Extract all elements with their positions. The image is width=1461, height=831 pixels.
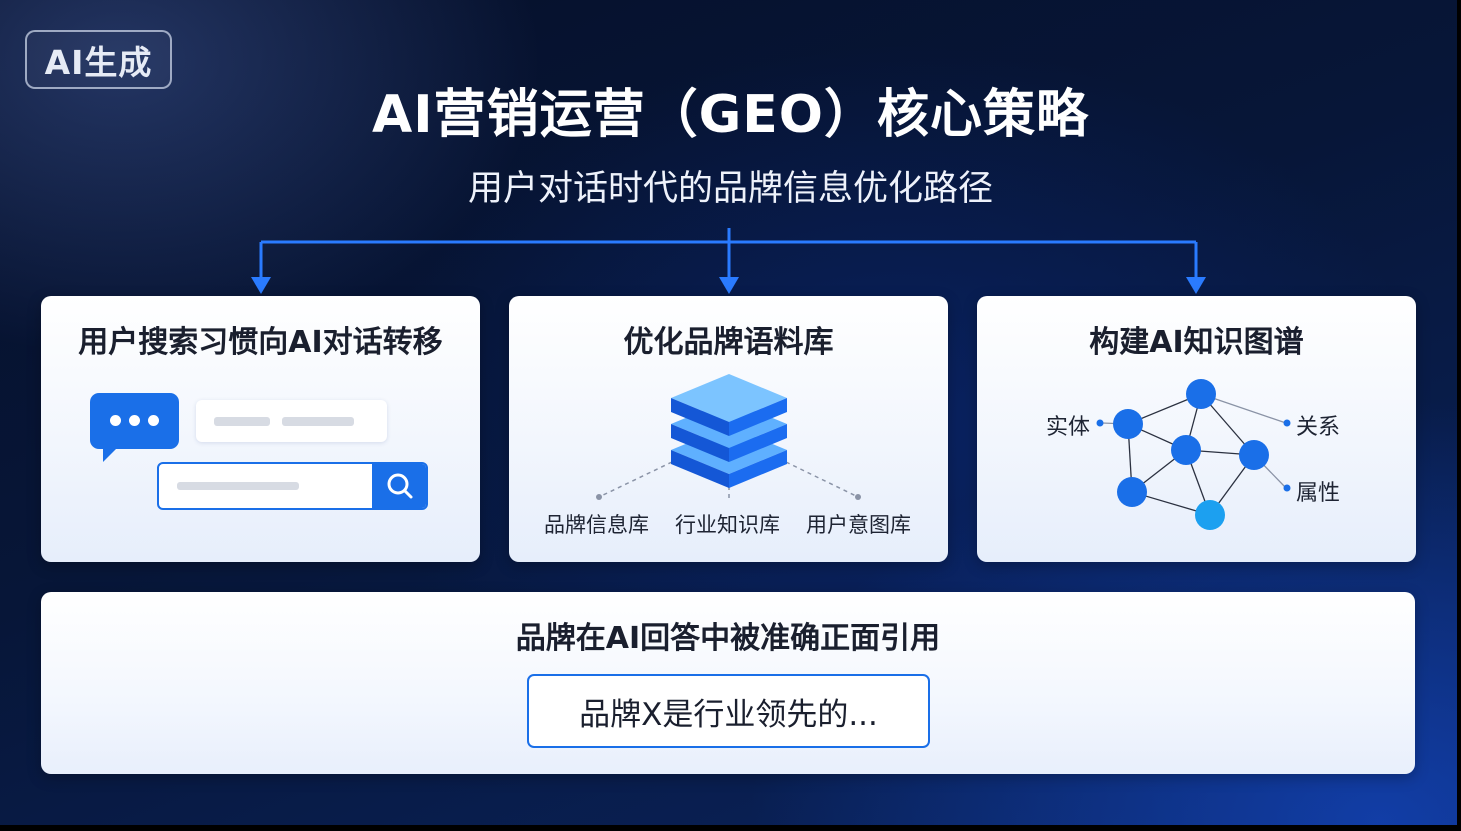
graph-label-attribute: 属性 xyxy=(1296,481,1341,506)
card-title: 构建AI知识图谱 xyxy=(1089,325,1304,360)
search-icon xyxy=(387,473,413,499)
card-title: 优化品牌语料库 xyxy=(623,325,834,360)
frame-edge xyxy=(1457,0,1461,831)
search-bar-illustration xyxy=(157,462,428,510)
corpus-label-brand: 品牌信息库 xyxy=(544,513,649,537)
chat-bubble-icon xyxy=(90,393,179,449)
frame-edge xyxy=(0,825,1461,831)
placeholder-line xyxy=(177,482,299,490)
ai-answer-quote: 品牌X是行业领先的... xyxy=(579,696,878,733)
chat-dot xyxy=(129,415,140,426)
chat-message-placeholder xyxy=(196,400,387,442)
graph-label-entity: 实体 xyxy=(1046,415,1091,440)
card-search-to-dialog: 用户搜索习惯向AI对话转移 xyxy=(41,296,480,562)
placeholder-line xyxy=(214,417,270,426)
arrow-head-center xyxy=(719,277,739,294)
card-brand-corpus: 优化品牌语料库 品牌信息库 行业知识库 xyxy=(509,296,948,562)
page-subtitle: 用户对话时代的品牌信息优化路径 xyxy=(467,169,993,209)
ai-generated-badge: AI生成 xyxy=(25,30,172,89)
card-title: 用户搜索习惯向AI对话转移 xyxy=(78,325,443,360)
outcome-title: 品牌在AI回答中被准确正面引用 xyxy=(515,621,941,656)
arrow-head-right xyxy=(1186,277,1206,294)
outcome-panel: 品牌在AI回答中被准确正面引用 品牌X是行业领先的... xyxy=(41,592,1415,774)
corpus-label-intent: 用户意图库 xyxy=(806,513,911,537)
page-title: AI营销运营（GEO）核心策略 xyxy=(371,85,1089,145)
knowledge-graph-icon xyxy=(1096,379,1291,530)
graph-label-relation: 关系 xyxy=(1296,415,1341,440)
placeholder-line xyxy=(282,417,354,426)
corpus-label-industry: 行业知识库 xyxy=(675,513,780,537)
ai-answer-quote-box: 品牌X是行业领先的... xyxy=(527,674,930,748)
search-button-illustration xyxy=(372,464,426,508)
arrow-head-left xyxy=(251,277,271,294)
chat-bubble-tail xyxy=(103,446,119,462)
card-knowledge-graph: 构建AI知识图谱 xyxy=(977,296,1416,562)
branch-connector xyxy=(251,228,1206,294)
database-stack-icon xyxy=(596,374,861,500)
chat-dot xyxy=(110,415,121,426)
chat-dot xyxy=(148,415,159,426)
